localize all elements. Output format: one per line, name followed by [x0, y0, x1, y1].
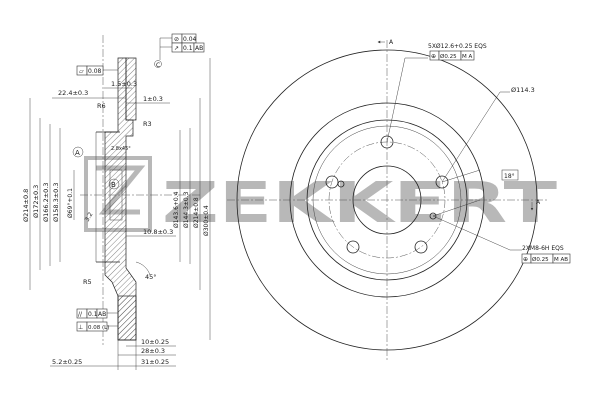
fcf-bottom-parallel-datum: AB	[98, 311, 106, 318]
fcf-top-1: ⊘ 0.04	[171, 33, 197, 44]
dim-5-2: 5.2±0.25	[52, 358, 82, 366]
thread-leader	[432, 215, 522, 251]
fcf-top-2-datum: AB	[195, 45, 203, 52]
dia-144: Ø144.3±0.3	[183, 191, 190, 228]
dia-166: Ø166.2±0.3	[42, 182, 50, 222]
fcf-thread-value: Ø0.25	[532, 256, 549, 263]
dim-1-5: 1.5±0.3	[111, 80, 137, 88]
angle-box	[501, 169, 519, 181]
ext-lines-bottom	[117, 340, 137, 370]
bolt-hole	[346, 240, 360, 254]
thread-note: 2XM8-6H EQS	[522, 245, 564, 252]
bolt-hole	[435, 175, 449, 189]
front-view: 5XØ12.6+0.25 EQS ⊕ Ø0.25 M A Ø114.3 18° …	[227, 39, 571, 360]
angle-18-lines	[432, 169, 481, 217]
fcf-top-1-value: 0.04	[183, 36, 197, 43]
fcf-thread-datum: M AB	[554, 257, 568, 263]
dim-28: 28±0.3	[141, 347, 165, 355]
angle-45: 45°	[145, 273, 157, 281]
fcf-thread-symbol: ⊕	[523, 256, 528, 263]
fcf-top-1-symbol: ⊘	[174, 36, 179, 43]
fcf-holes: ⊕ Ø0.25 M A	[429, 50, 475, 61]
thread-hole	[337, 180, 345, 188]
dia-143: Ø143.6+0.4	[173, 191, 180, 228]
fcf-holes-value: Ø0.25	[440, 53, 457, 60]
dim-22-4: 22.4±0.3	[58, 89, 88, 97]
fcf-top-2: ↗ 0.1 AB	[171, 42, 205, 53]
chamfer-note: 2.8x45°	[111, 146, 131, 152]
dia-172: Ø172±0.3	[32, 185, 40, 218]
dia-214b: Ø214±0.8	[193, 197, 200, 228]
fcf-bottom-parallel-value: 0.1	[88, 311, 98, 318]
fcf-flatness-symbol: ▱	[79, 68, 84, 75]
dim-10: 10±0.25	[141, 338, 169, 346]
pcd-leader	[441, 91, 510, 183]
datum-b-label: B	[111, 181, 116, 189]
angle-18: 18°	[504, 173, 515, 180]
angle-arc	[135, 261, 151, 276]
friction-ring-top	[125, 57, 137, 121]
pcd-note: Ø114.3	[511, 86, 535, 94]
svg-text:⊥: ⊥	[78, 324, 83, 331]
side-section-view: A B C ⊘ 0.04 ↗ 0.1 AB ▱ 0.08 1.5±0.3 22.…	[22, 33, 211, 370]
dim-1-top: 1±0.3	[143, 95, 163, 103]
datum-a-circle	[72, 146, 84, 158]
thread-hole	[429, 212, 437, 220]
dia-214: Ø214±0.8	[22, 189, 30, 222]
section-label-top: A	[389, 39, 394, 46]
holes-note: 5XØ12.6+0.25 EQS	[428, 43, 487, 50]
bolt-holes	[325, 135, 449, 254]
radius-r3: R3	[143, 120, 152, 128]
bolt-hole	[325, 175, 339, 189]
holes-leader	[386, 57, 428, 143]
logo-text: ZEKKERT	[162, 171, 557, 236]
fcf-flatness: ▱ 0.08	[76, 65, 104, 76]
dim-10-8: 10.8±0.3	[143, 228, 173, 236]
radius-r6: R6	[97, 102, 106, 110]
fcf-bottom-parallel-symbol: //	[78, 311, 83, 318]
fcf-top-leader	[159, 37, 172, 60]
fcf-top-2-value: 0.1	[183, 45, 193, 52]
fcf-bottom-thickness: ⊥ 0.08 (L)	[76, 321, 109, 332]
dim-31: 31±0.25	[141, 358, 169, 366]
dia-69: Ø69°+0.1	[67, 188, 74, 218]
dim-3-2: 3.2	[84, 211, 95, 223]
fcf-bottom-parallel: // 0.1 AB	[76, 308, 108, 319]
dia-300: Ø300±0.4	[203, 205, 210, 236]
section-label-right: A	[536, 199, 541, 206]
bolt-hole	[414, 240, 428, 254]
bolt-hole	[380, 135, 394, 149]
radius-r5: R5	[83, 278, 92, 286]
fcf-flatness-value: 0.08	[88, 68, 102, 75]
datum-a-label: A	[75, 149, 80, 157]
dia-158: Ø158.3±0.3	[52, 182, 60, 222]
fcf-top-2-symbol: ↗	[174, 45, 179, 52]
fcf-bottom-thickness-value: 0.08 (L)	[88, 325, 109, 331]
fcf-holes-datum: M A	[462, 54, 472, 60]
fcf-bottom-leader	[107, 312, 118, 327]
fcf-thread: ⊕ Ø0.25 M AB	[521, 253, 571, 264]
friction-ring-bottom	[117, 295, 137, 341]
datum-b-circle	[108, 178, 120, 190]
datum-c-circle	[154, 60, 162, 68]
brand-logo: ZEKKERT	[84, 156, 557, 236]
fcf-holes-symbol: ⊕	[431, 53, 436, 60]
datum-c-label: C	[156, 62, 160, 69]
